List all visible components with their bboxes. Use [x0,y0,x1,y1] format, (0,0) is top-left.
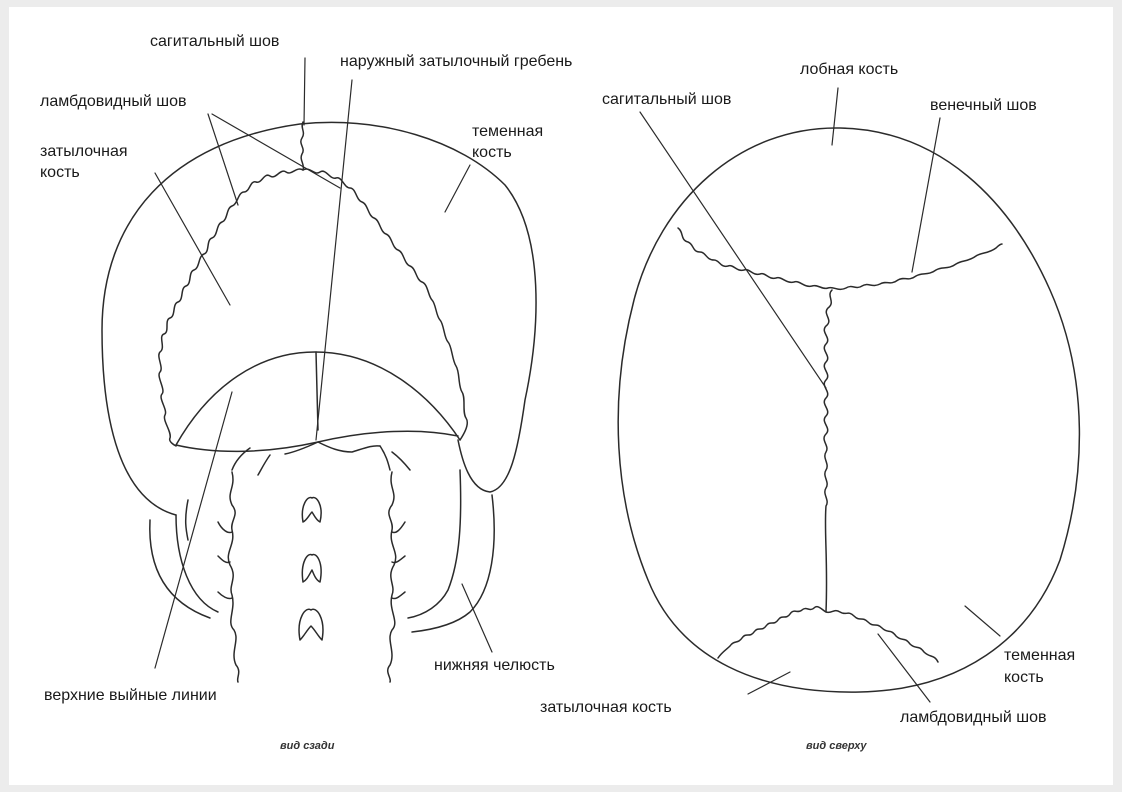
back-view-lambdoid-suture-left [159,169,303,446]
top-view-sagittal-suture [824,290,832,612]
label-top-occipital-bone: затылочная кость [540,698,672,717]
label-back-sagittal-suture: сагитальный шов [150,32,279,51]
back-view-sagittal-suture [301,122,304,170]
label-top-frontal-bone: лобная кость [800,60,898,79]
caption-top-view: вид сверху [806,740,867,752]
label-back-mandible: нижняя челюсть [434,656,555,675]
label-back-lambdoid-suture: ламбдовидный шов [40,92,186,111]
label-back-superior-nuchal-lines: верхние выйные линии [44,686,217,705]
label-back-external-occipital-crest: наружный затылочный гребень [340,52,572,71]
label-top-parietal-bone-line1: теменная [1004,646,1075,665]
label-back-occipital-bone-line1: затылочная [40,142,128,161]
label-top-coronal-suture: венечный шов [930,96,1037,115]
label-back-parietal-bone-line1: теменная [472,122,543,141]
label-back-occipital-bone-line2: кость [40,163,80,182]
back-view-skull [102,122,536,682]
label-top-lambdoid-suture: ламбдовидный шов [900,708,1046,727]
top-view-cranium-outline [618,128,1079,692]
label-back-parietal-bone-line2: кость [472,143,512,162]
caption-back-view: вид сзади [280,740,334,752]
back-view-cranium-outline [102,122,536,515]
back-view-lambdoid-suture-right [303,169,467,440]
label-top-sagittal-suture: сагитальный шов [602,90,731,109]
label-top-parietal-bone-line2: кость [1004,668,1044,687]
top-view-skull [618,128,1079,692]
top-view-lambdoid-suture [718,607,938,662]
top-view-coronal-suture [678,228,1002,289]
top-view-leaders [640,88,1000,702]
back-view-leaders [155,58,492,668]
